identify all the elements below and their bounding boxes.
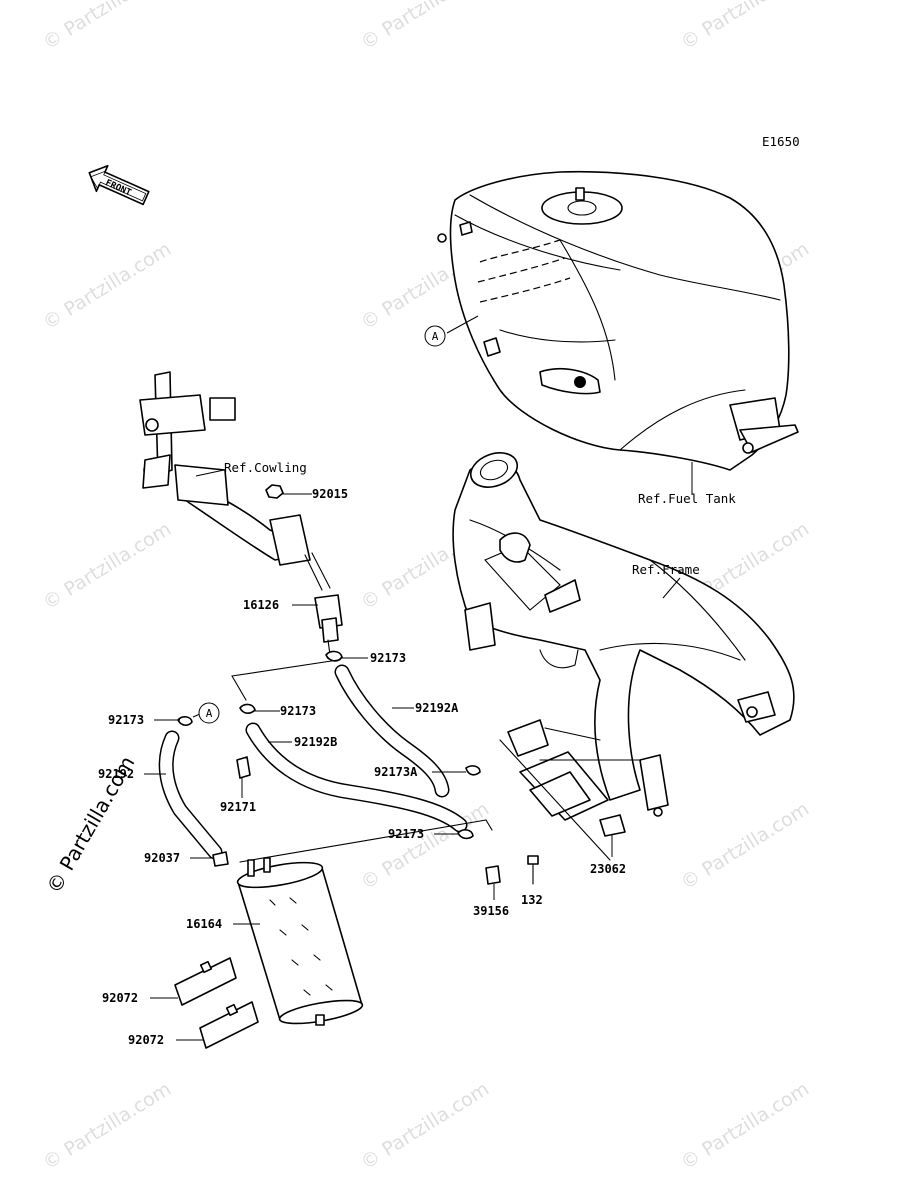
bracket-92072-a (174, 957, 237, 1006)
bracket-23062 (499, 719, 641, 861)
callout-92072-b: 92072 (128, 1033, 164, 1047)
watermark: © Partzilla.com (39, 238, 175, 334)
watermark: © Partzilla.com (39, 1078, 175, 1174)
bracket-92072-b (199, 1001, 259, 1049)
hose-92192A (334, 664, 450, 798)
cowling-bracket (139, 371, 331, 591)
callout-16164: 16164 (186, 917, 222, 931)
hose-92192 (158, 730, 223, 860)
callout-92037: 92037 (144, 851, 180, 865)
callout-23062: 23062 (590, 862, 626, 876)
canister-16164 (236, 857, 364, 1026)
ref-cowling: Ref.Cowling (224, 460, 307, 475)
watermark: © Partzilla.com (677, 1078, 813, 1174)
callout-92192B: 92192B (294, 735, 337, 749)
ref-frame: Ref.Frame (632, 562, 700, 577)
nut-92015 (265, 484, 284, 499)
hose-92192B (245, 722, 468, 833)
callout-92192A: 92192A (415, 701, 459, 715)
frame (452, 452, 795, 817)
front-arrow-icon: FRONT (88, 164, 150, 206)
callout-92173-a: 92173 (370, 651, 406, 665)
reference-marker-a: A (424, 315, 479, 347)
callout-92173A: 92173A (374, 765, 418, 779)
watermark: © Partzilla.com (357, 1078, 493, 1174)
callout-92171: 92171 (220, 800, 256, 814)
callout-16126: 16126 (243, 598, 279, 612)
ref-fuel-tank: Ref.Fuel Tank (638, 491, 736, 506)
callout-132: 132 (521, 893, 543, 907)
watermark: © Partzilla.com (39, 518, 175, 614)
callout-39156: 39156 (473, 904, 509, 918)
callout-92072-a: 92072 (102, 991, 138, 1005)
watermark: © Partzilla.com (677, 798, 813, 894)
reference-marker-a-hose: A (192, 702, 220, 724)
callout-92192: 92192 (98, 767, 134, 781)
fuel-tank (437, 170, 799, 471)
marker-a-label: A (432, 330, 439, 343)
watermark: © Partzilla.com (357, 0, 493, 54)
callout-92173-left: 92173 (108, 713, 144, 727)
callout-92173-b: 92173 (280, 704, 316, 718)
watermark: © Partzilla.com (677, 0, 813, 54)
valve-16126 (314, 594, 343, 660)
diagram-code: E1650 (762, 134, 800, 149)
callout-92015: 92015 (312, 487, 348, 501)
watermark: © Partzilla.com (39, 0, 175, 54)
marker-a-hose-label: A (206, 707, 213, 720)
